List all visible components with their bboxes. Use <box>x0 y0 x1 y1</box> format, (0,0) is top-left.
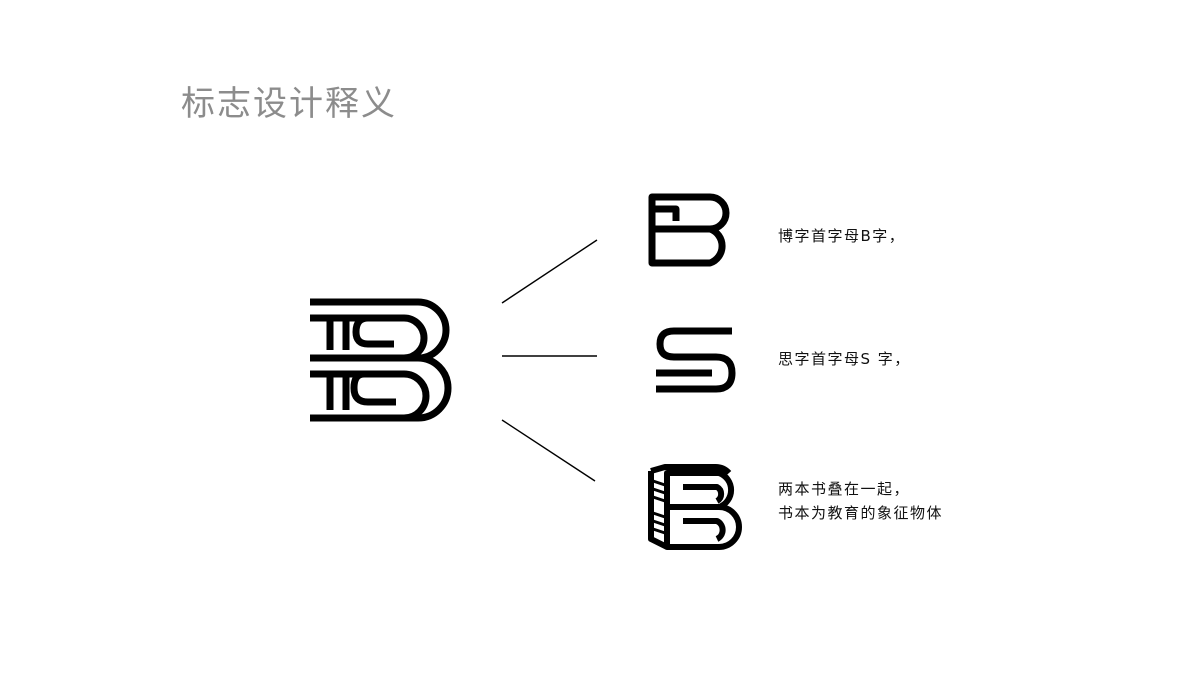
stacked-books-description-line-1: 两本书叠在一起， <box>778 480 911 498</box>
letter-b-mark-icon <box>648 193 730 267</box>
stacked-books-description-line-2: 书本为教育的象征物体 <box>778 504 944 522</box>
stacked-books-icon <box>648 464 742 550</box>
page-title: 标志设计释义 <box>181 84 397 124</box>
connector-line-top <box>501 239 598 304</box>
letter-b-description: 博字首字母B字， <box>778 227 906 245</box>
letter-s-mark-icon <box>656 327 736 393</box>
bs-books-logo-icon <box>310 298 452 422</box>
connector-line-bottom <box>501 419 596 482</box>
stacked-books-description: 两本书叠在一起， 书本为教育的象征物体 <box>778 477 943 525</box>
letter-s-description: 思字首字母S 字， <box>778 350 911 368</box>
